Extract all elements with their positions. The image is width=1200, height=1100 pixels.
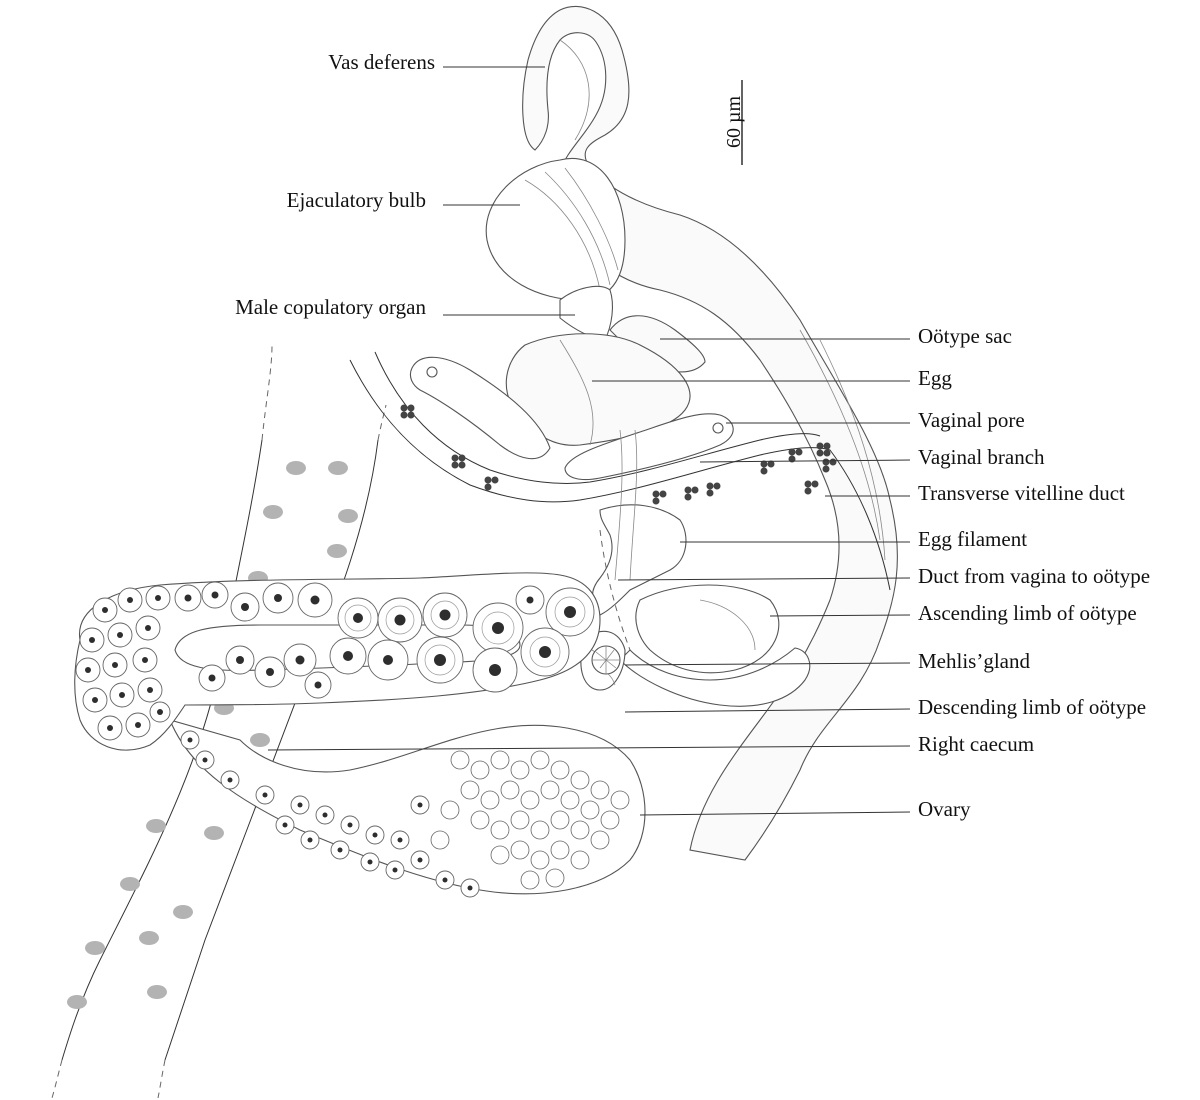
mehlis-gland-drawing <box>591 645 621 675</box>
transverse-vitelline-duct-drawing <box>349 351 891 591</box>
oocyte-band-drawing <box>74 572 601 751</box>
ootype-drawing <box>580 429 811 707</box>
label-duct-vagina-ootype: Duct from vagina to oötype <box>918 564 1151 588</box>
label-ejaculatory-bulb: Ejaculatory bulb <box>286 188 426 212</box>
ovary-drawing <box>169 719 646 898</box>
label-ootype-sac: Oötype sac <box>918 324 1012 348</box>
label-transverse-vitelline-duct: Transverse vitelline duct <box>918 481 1125 505</box>
ejaculatory-bulb-drawing <box>485 157 626 301</box>
leader-lines <box>267 66 911 816</box>
label-male-copulatory-organ: Male copulatory organ <box>235 295 426 319</box>
label-vas-deferens: Vas deferens <box>328 50 435 74</box>
scale-bar-label: 60 µm <box>723 95 745 148</box>
label-mehlis-gland: Mehlis’gland <box>918 649 1030 673</box>
label-egg: Egg <box>918 366 952 390</box>
label-descending-limb: Descending limb of oötype <box>918 695 1147 719</box>
label-ovary: Ovary <box>918 797 971 821</box>
label-right-caecum: Right caecum <box>918 732 1035 756</box>
vaginal-branch-drawing <box>409 356 734 481</box>
label-vaginal-branch: Vaginal branch <box>918 445 1045 469</box>
label-egg-filament: Egg filament <box>918 527 1028 551</box>
label-ascending-limb: Ascending limb of oötype <box>918 601 1137 625</box>
label-vaginal-pore: Vaginal pore <box>918 408 1025 432</box>
right-caecum-drawing <box>51 344 387 1099</box>
